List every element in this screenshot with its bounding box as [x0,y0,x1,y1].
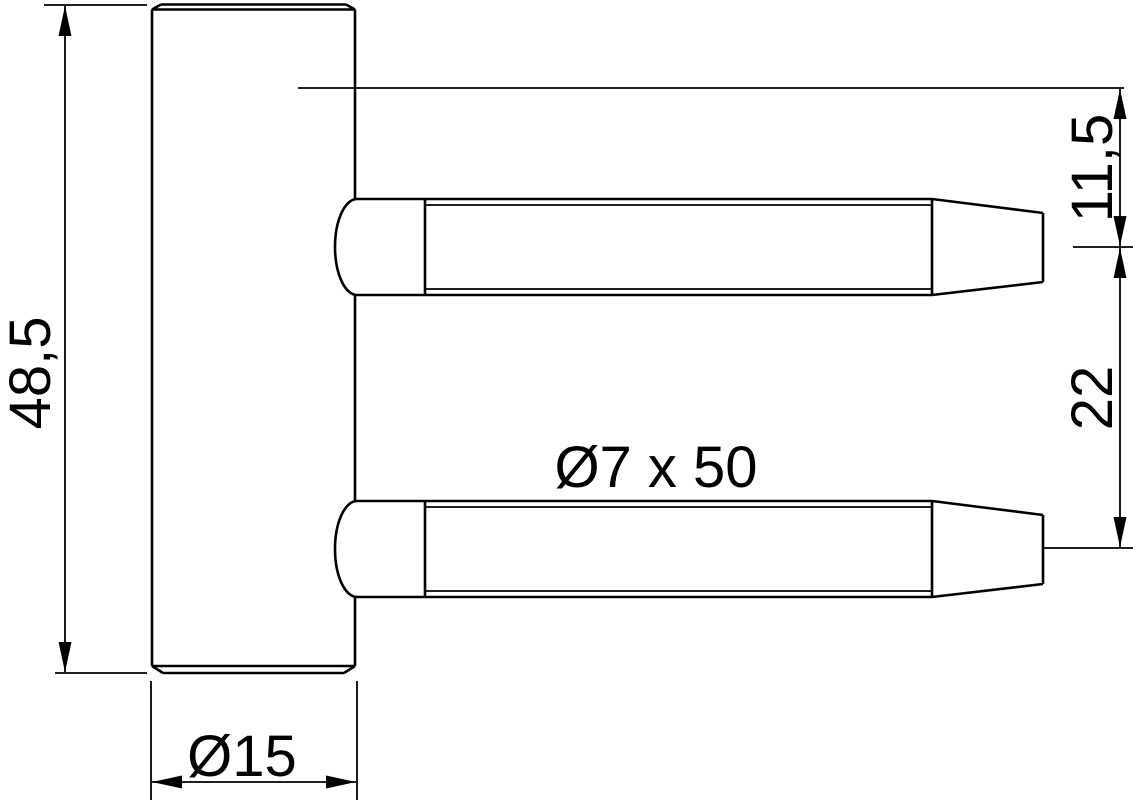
height-dimension: 48,5 [0,4,147,674]
arrow-up-icon [58,6,72,36]
bottom-mounting-pin [333,499,1045,599]
hinge-body [150,3,357,675]
diameter-dimension-label: Ø15 [187,724,297,789]
hinge-body-outline [150,3,357,675]
pin-size-label: Ø7 x 50 [554,435,757,500]
height-dimension-label: 48,5 [0,317,63,430]
height-extension-lines [44,4,147,674]
diameter-extension-lines [150,681,358,800]
arrow-right-icon [326,775,356,789]
top-mounting-pin [333,197,1045,297]
diameter-dimension: Ø15 [150,681,358,800]
bottom-pin-shaft-lines [425,506,932,592]
pin-spacing-dimension: 22 [1043,248,1133,549]
top-pin-outline [333,197,1045,297]
arrow-up-icon [1113,89,1127,119]
arrow-left-icon [152,775,182,789]
pin-offset-dimension: 11,5 [1060,89,1133,547]
arrow-down-icon [1113,517,1127,547]
pin-spacing-label: 22 [1060,366,1125,431]
bottom-pin-outline [333,499,1045,599]
arrow-down-icon [58,642,72,672]
top-pin-shaft-lines [425,204,932,290]
pin-offset-label: 11,5 [1060,114,1125,223]
arrow-up-icon [1113,248,1127,278]
arrow-down-icon [1113,216,1127,246]
